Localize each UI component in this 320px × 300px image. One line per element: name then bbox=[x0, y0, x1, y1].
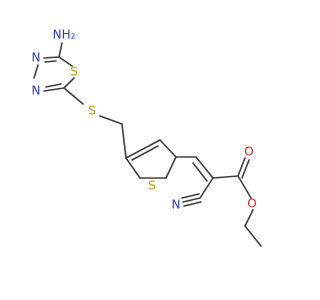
molecule-structure-diagram: NH₂ N N S S S N O O bbox=[32, 28, 262, 247]
bond-c2-s2 bbox=[63, 87, 84, 105]
bond-c5-c6 bbox=[159, 139, 177, 158]
bond-s3-c5 bbox=[165, 156, 177, 179]
bond-n1-n2 bbox=[33, 64, 39, 79]
bond-c2-n2 bbox=[43, 87, 65, 92]
bond-c2-n2-double bbox=[45, 83, 62, 88]
bond-o2-c10 bbox=[244, 209, 254, 227]
bond-c7-c8-double bbox=[192, 162, 208, 182]
bond-s2-ch2 bbox=[99, 115, 123, 125]
bond-c9-o1-double bbox=[241, 159, 250, 179]
atom-nh2: NH₂ bbox=[53, 28, 76, 42]
atom-n3: N bbox=[172, 198, 181, 212]
atom-n1: N bbox=[32, 51, 41, 65]
bond-cn-n-2 bbox=[181, 193, 200, 199]
atom-s3: S bbox=[148, 179, 156, 193]
bond-c8-cn bbox=[199, 177, 214, 199]
bond-c7-c8 bbox=[195, 156, 214, 179]
bond-cn-n-3 bbox=[183, 201, 202, 207]
bond-c4-c3 bbox=[125, 157, 141, 179]
bond-c1-nh2 bbox=[58, 42, 63, 58]
bond-c10-c11 bbox=[244, 225, 262, 247]
bond-c1-s1 bbox=[58, 56, 73, 67]
bond-s1-c2 bbox=[63, 77, 75, 89]
bond-c9-o2 bbox=[237, 175, 252, 199]
bond-c6-c4-double bbox=[131, 145, 159, 161]
bonds bbox=[33, 42, 262, 247]
bond-c8-c9 bbox=[212, 175, 239, 179]
bond-ch2-c4 bbox=[121, 123, 127, 159]
atom-s1: S bbox=[70, 65, 78, 79]
atom-n2: N bbox=[32, 84, 41, 98]
bond-c1-n1 bbox=[43, 56, 60, 59]
atom-o1: O bbox=[244, 145, 253, 159]
atom-s2: S bbox=[88, 104, 96, 118]
bond-c9-o1 bbox=[237, 157, 246, 177]
atom-o2: O bbox=[247, 197, 256, 211]
atom-labels: NH₂ N N S S S N O O bbox=[32, 28, 257, 212]
bond-cn-n-1 bbox=[182, 197, 201, 203]
bond-c1-n1-double bbox=[44, 60, 57, 63]
bond-c6-c4 bbox=[125, 139, 161, 159]
